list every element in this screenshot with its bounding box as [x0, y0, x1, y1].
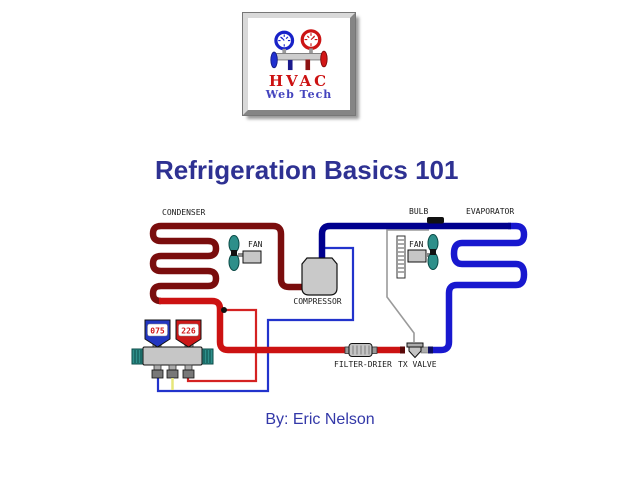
logo-gauge-stem [282, 48, 287, 54]
fan-blade [228, 235, 240, 253]
evaporator-fan [407, 234, 439, 270]
hvac-webtech-logo: HVAC Web Tech [242, 12, 356, 116]
logo-red-handle [320, 50, 328, 68]
gauge-manifold: 075 226 [131, 319, 214, 390]
air-filter-frame [396, 235, 406, 279]
fan-blade [427, 252, 439, 270]
fan-hub [231, 250, 237, 256]
logo-blue-gauge-ticks [278, 34, 291, 47]
compressor-body [301, 257, 338, 296]
evaporator-coil-pipe [430, 222, 528, 354]
high-side-gauge-reading: 226 [181, 327, 196, 336]
logo-subtitle: Web Tech [265, 88, 333, 101]
hose-nut [151, 369, 164, 379]
manifold-port [184, 364, 193, 371]
tx-valve-body [408, 346, 422, 359]
fan-hub [430, 249, 436, 255]
filter-drier [344, 343, 378, 357]
knob-ribs [134, 350, 142, 363]
logo-blue-handle [270, 51, 278, 69]
condenser-fan [228, 235, 262, 271]
hose-tap-junction [221, 307, 227, 313]
manifold-body [142, 346, 203, 366]
filter-drier-fitting [371, 346, 378, 354]
gauge-manifold-logo-icon [270, 29, 328, 71]
low-side-gauge-hose [156, 246, 355, 393]
condenser-label: CONDENSER [162, 208, 206, 217]
suction-line-pipe [318, 222, 511, 260]
low-side-gauge-face [147, 323, 168, 337]
air-filter [396, 235, 406, 279]
tx-valve-inlet-fitting [400, 346, 405, 354]
high-side-gauge: 226 [175, 319, 202, 348]
manifold-port [168, 364, 177, 371]
logo-gauge-stem [309, 48, 313, 54]
filter-drier-ribs [352, 345, 370, 355]
fan-shaft [238, 253, 244, 257]
condenser-fan-label: FAN [248, 240, 263, 249]
page-title: Refrigeration Basics 101 [155, 155, 459, 185]
fan-blade [427, 234, 439, 252]
bulb-capillary-line [386, 229, 429, 342]
condenser-coil-and-discharge-pipe [149, 222, 303, 305]
high-side-gauge-face [178, 323, 199, 337]
fan-shaft [426, 253, 431, 257]
tx-valve-outlet-fitting [428, 346, 433, 354]
fan-blade [228, 253, 240, 271]
knob-ribs [203, 350, 211, 363]
sensing-bulb [427, 217, 444, 224]
air-filter-hatching [398, 239, 404, 273]
filter-drier-label: FILTER-DRIER [334, 360, 392, 369]
tx-valve-outlet-stub [420, 346, 430, 354]
low-side-gauge: 075 [144, 319, 171, 348]
evaporator-label: EVAPORATOR [466, 207, 514, 216]
tx-valve [400, 342, 433, 359]
liquid-line-pipe [159, 297, 405, 354]
logo-red-gauge-ticks [304, 33, 318, 47]
compressor-label: COMPRESSOR [293, 297, 341, 306]
logo-blue-hose-stub [287, 59, 293, 71]
fan-motor [407, 249, 427, 263]
logo-red-hose-stub [305, 59, 311, 71]
hose-nut [166, 369, 179, 379]
low-side-gauge-reading: 075 [150, 327, 165, 336]
tx-valve-label: TX VALVE [398, 360, 437, 369]
evaporator-fan-label: FAN [409, 240, 424, 249]
logo-title: HVAC [268, 72, 330, 90]
bulb-label: BULB [409, 207, 428, 216]
tx-valve-cap [406, 342, 424, 348]
hose-nut [182, 369, 195, 379]
manifold-port [153, 364, 162, 371]
author-byline: By: Eric Nelson [265, 411, 375, 428]
fan-motor [242, 250, 262, 264]
